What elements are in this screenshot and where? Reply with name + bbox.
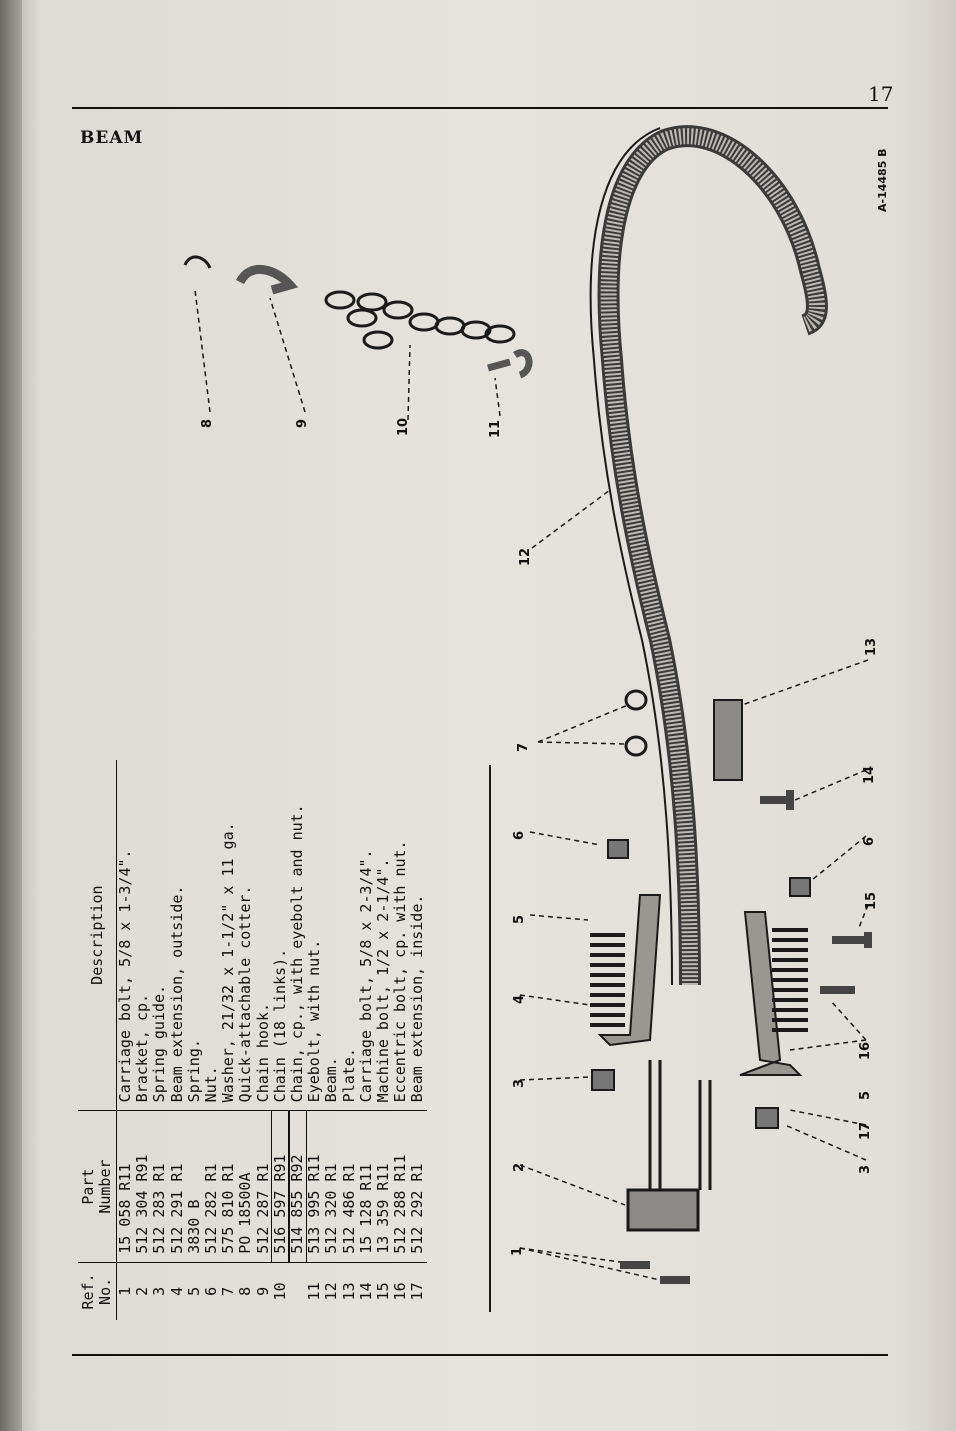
spring-lower-illustration (772, 928, 808, 1032)
beam-illustration (589, 125, 828, 986)
callout-4: 4 (512, 994, 527, 1004)
book-spine-shadow (0, 0, 22, 1431)
machine-bolt-illustration (832, 932, 872, 948)
callout-10: 10 (396, 417, 411, 436)
callout-17: 17 (858, 1121, 873, 1140)
callout-5b: 5 (858, 1090, 873, 1100)
callout-9: 9 (295, 418, 310, 428)
bottom-rule (72, 1354, 888, 1356)
beam-extension-outside-illustration (597, 894, 662, 1047)
callout-14: 14 (862, 765, 877, 784)
callout-5: 5 (512, 914, 527, 924)
callout-6b: 6 (862, 836, 877, 846)
nut-illustration (607, 839, 629, 859)
chain-hook-illustration (235, 264, 299, 295)
spring-upper-illustration (590, 933, 625, 1027)
callout-2: 2 (512, 1162, 527, 1172)
section-title: BEAM (80, 128, 144, 148)
spring-guide-illustration (755, 1107, 779, 1129)
spring-guide-illustration (591, 1069, 615, 1091)
washer-illustration (624, 689, 648, 711)
chain-illustration (324, 290, 516, 350)
eyebolt-illustration (487, 349, 533, 379)
callout-6: 6 (512, 830, 527, 840)
page-number: 17 (868, 82, 894, 106)
callout-3: 3 (512, 1078, 527, 1088)
callout-15: 15 (864, 891, 879, 910)
callout-7: 7 (516, 742, 531, 752)
callout-16: 16 (858, 1041, 873, 1060)
top-rule (72, 107, 888, 109)
callout-12: 12 (518, 547, 533, 566)
washer-illustration (624, 735, 648, 757)
bracket-illustration (626, 1060, 712, 1232)
carriage-bolt-pair-illustration (620, 1261, 690, 1284)
carriage-bolt-illustration (760, 790, 794, 810)
cotter-illustration (183, 255, 212, 269)
callout-13: 13 (864, 637, 879, 656)
plate-illustration (713, 699, 743, 781)
callout-3b: 3 (858, 1164, 873, 1174)
callout-8: 8 (200, 418, 215, 428)
nut-illustration (789, 877, 811, 897)
callout-1: 1 (510, 1246, 525, 1256)
leader-lines (194, 289, 869, 1281)
callout-11: 11 (488, 419, 503, 438)
beam-extension-inside-illustration (739, 911, 803, 1076)
